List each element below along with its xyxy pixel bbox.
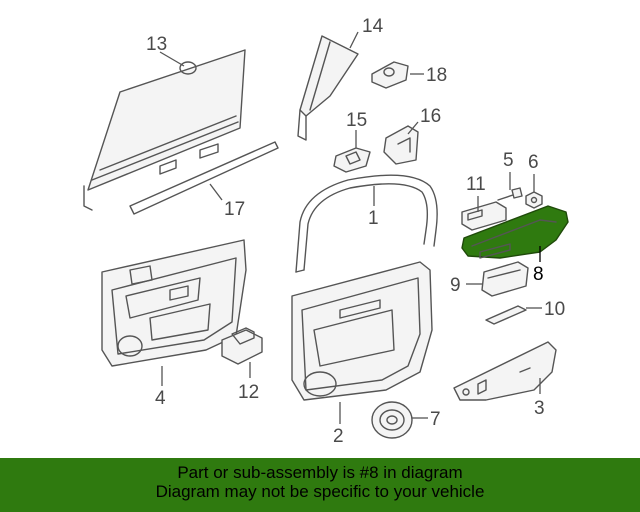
- leader-16: [407, 121, 419, 135]
- banner-line-disclaimer: Diagram may not be specific to your vehi…: [155, 482, 485, 501]
- callout-1: 1: [368, 208, 379, 229]
- callout-7: 7: [430, 409, 441, 430]
- callout-6: 6: [528, 152, 539, 173]
- callout-13: 13: [146, 34, 167, 55]
- part-8-shape: [461, 205, 569, 259]
- callout-15: 15: [346, 110, 367, 131]
- callout-10: 10: [544, 299, 565, 320]
- callout-18: 18: [426, 65, 447, 86]
- part-2-front-door-panel: [291, 261, 433, 401]
- callout-2: 2: [333, 426, 344, 447]
- part-18-clip: [371, 61, 409, 89]
- leader-14: [349, 31, 359, 49]
- part-15-clip: [333, 147, 371, 173]
- part-1-frame-seal: [295, 174, 438, 273]
- part-7-speaker: [371, 401, 413, 439]
- part-6-nut: [525, 191, 543, 209]
- callout-5: 5: [503, 150, 514, 171]
- banner-line-part: Part or sub-assembly is #8 in diagram: [177, 463, 463, 482]
- part-9-pull-cup: [481, 261, 529, 297]
- part-10-pad: [485, 305, 527, 325]
- part-11-switch-module: [461, 201, 507, 231]
- callout-12: 12: [238, 382, 259, 403]
- callout-11: 11: [466, 174, 486, 195]
- callout-16: 16: [420, 106, 441, 127]
- part-5-screw: [497, 187, 523, 201]
- part-3-lower-trim: [453, 341, 557, 401]
- callout-17: 17: [224, 199, 245, 220]
- callout-14: 14: [362, 16, 384, 37]
- callout-3: 3: [534, 398, 545, 419]
- part-16-bracket: [383, 125, 419, 165]
- callout-4: 4: [155, 388, 166, 409]
- part-8-armrest-highlighted: [461, 205, 569, 259]
- parts-diagram: 13 17 14 18 15 16 1: [83, 16, 569, 447]
- callout-9: 9: [450, 275, 461, 296]
- info-banner: Part or sub-assembly is #8 in diagram Di…: [0, 458, 640, 512]
- part-13-sunshade: [83, 49, 246, 211]
- part-4-rear-door-panel: [101, 239, 247, 367]
- leader-17: [209, 183, 223, 201]
- part-12-switch: [221, 327, 263, 365]
- leader-13: [159, 51, 185, 67]
- part-17-seal-strip: [129, 141, 279, 215]
- callout-8: 8: [533, 264, 544, 285]
- part-14-trim-panel: [297, 35, 359, 141]
